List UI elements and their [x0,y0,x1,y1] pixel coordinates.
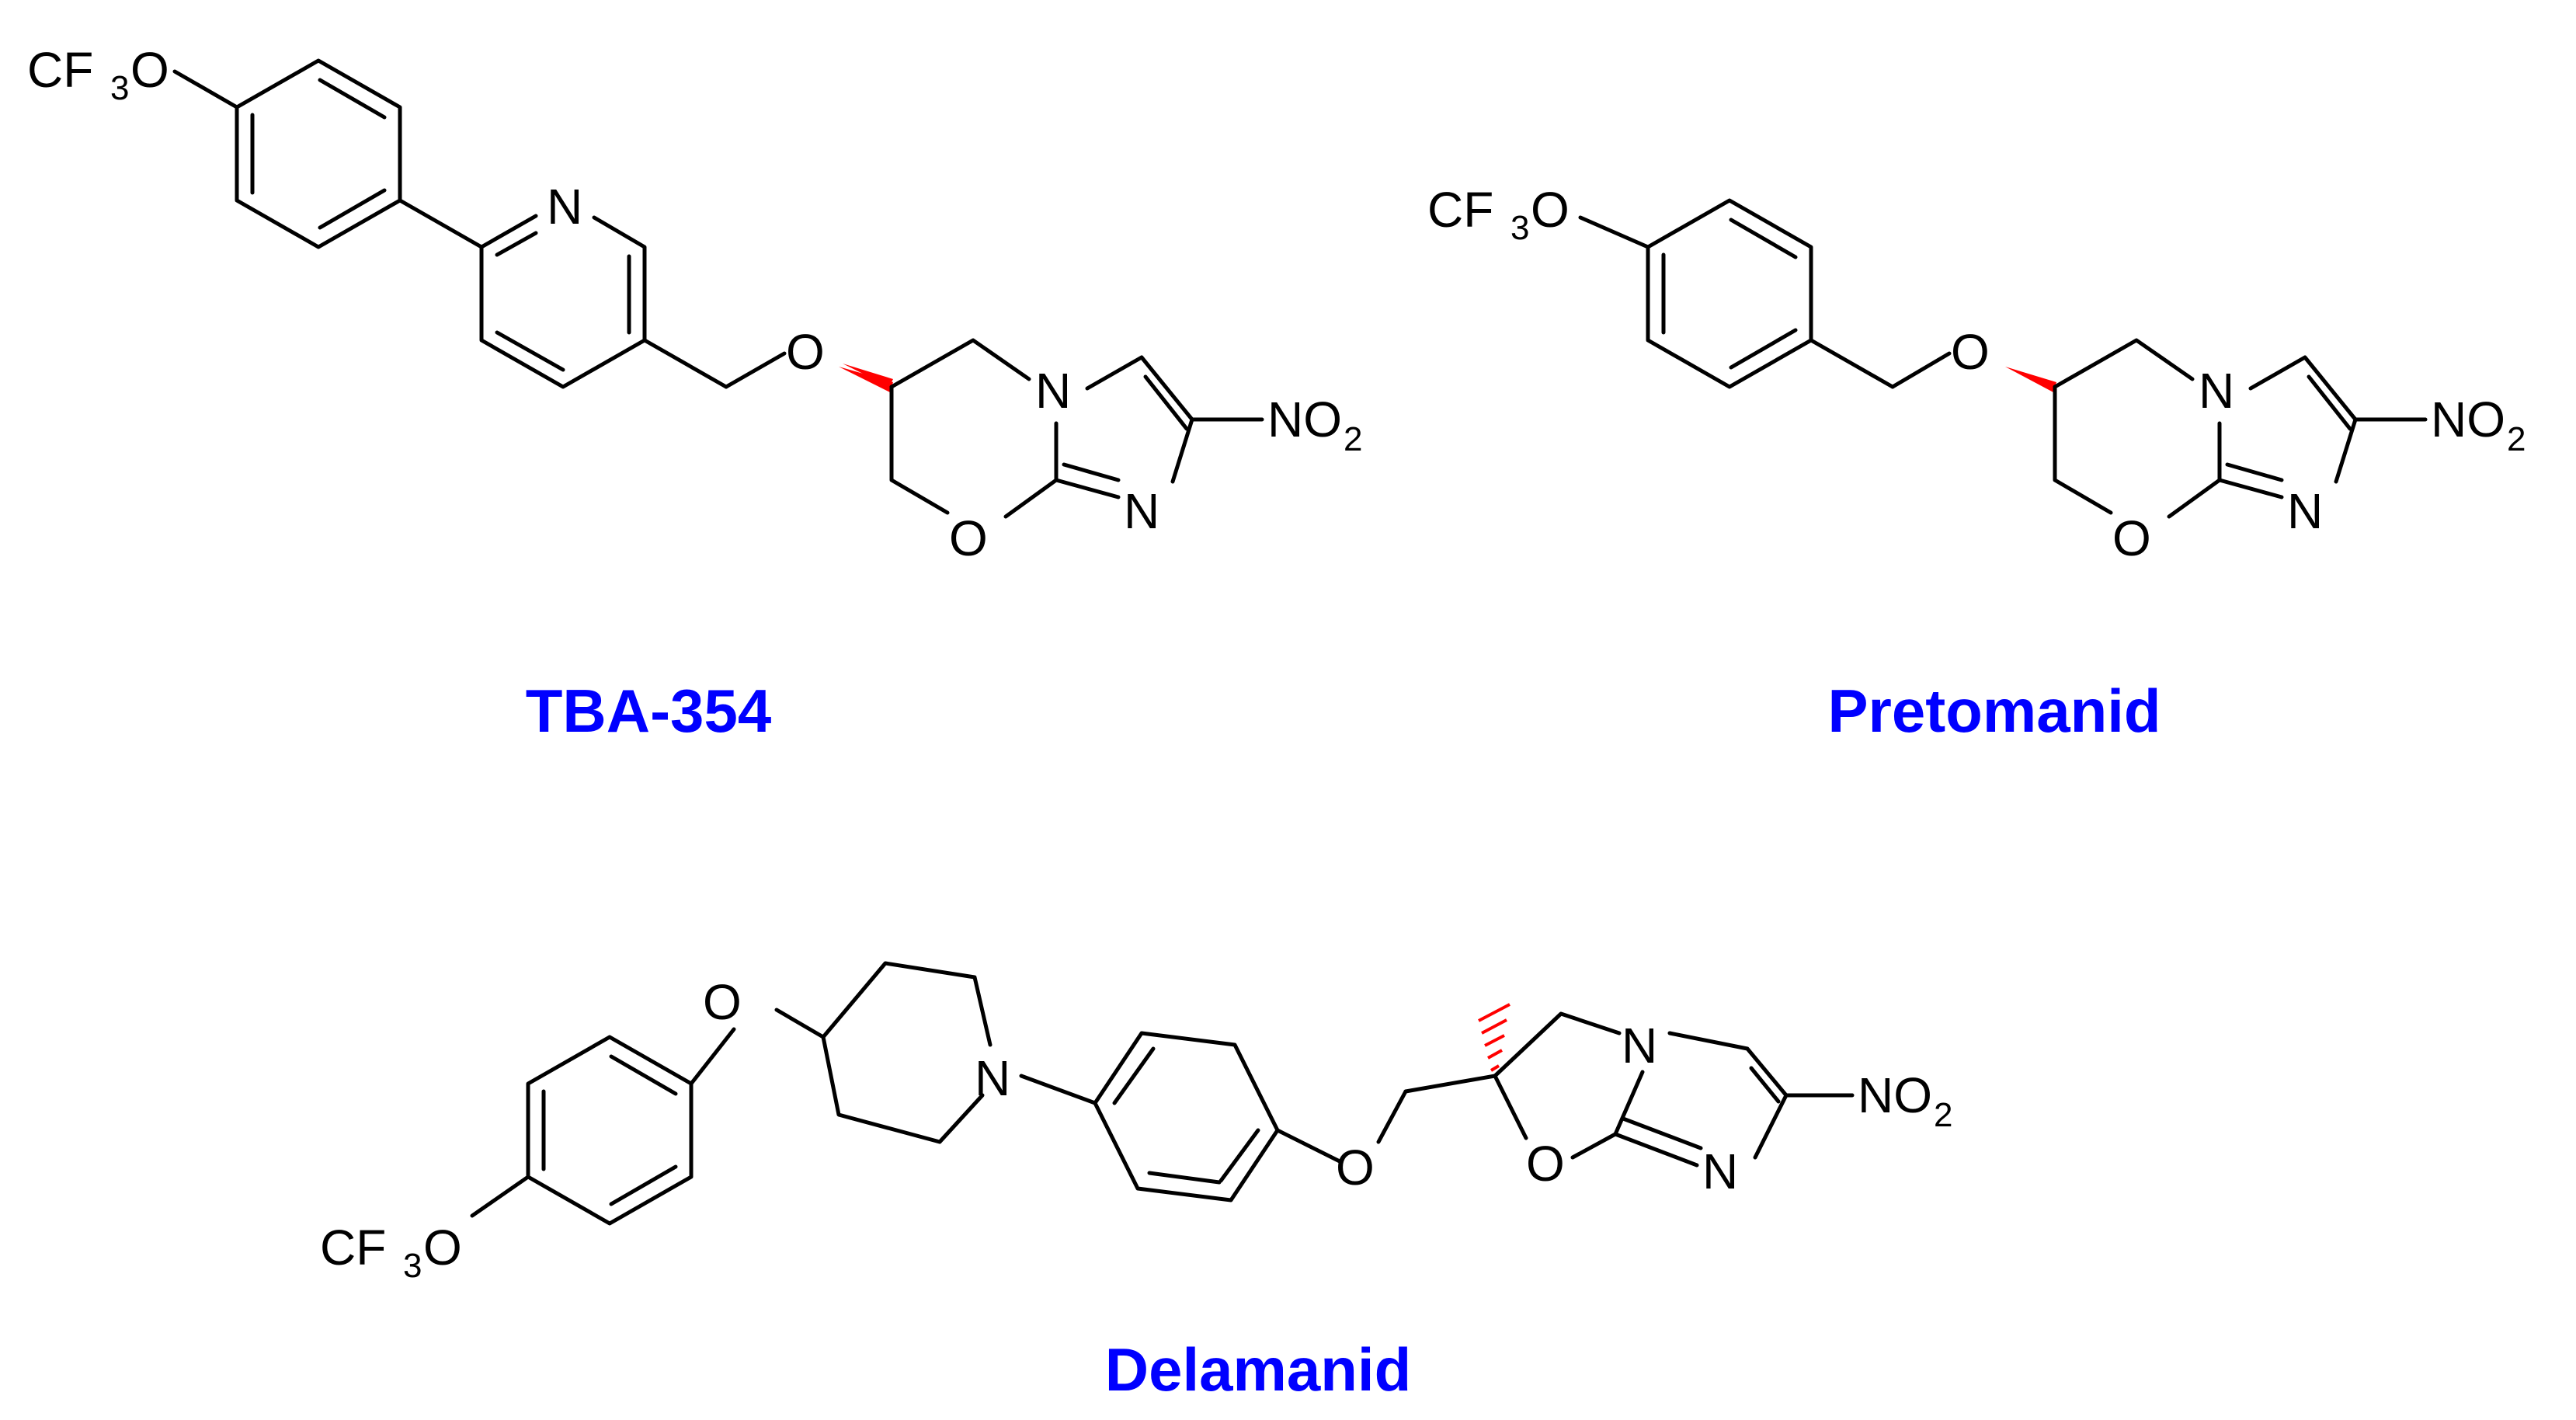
tba-ring-o: O [949,510,988,566]
delamanid-cf3o-sub: 3 [403,1247,422,1285]
caption-delamanid: Delamanid [1105,1335,1411,1404]
phenyl-ring-delamanid-1 [526,1035,694,1226]
delamanid-aryl-ether-o: O [703,974,742,1030]
pyridine-ring [479,214,647,389]
delamanid-imidazole-n: N [1702,1143,1738,1199]
caption-tba-354: TBA-354 [526,677,771,745]
phenyl-ring-delamanid-2 [1093,1031,1280,1202]
pretomanid-cf3o-cf: CF [1427,182,1493,238]
pretomanid-imidazole-n: N [2287,483,2323,539]
tba-cf3o-sub: 3 [110,69,129,107]
pretomanid-ring-n: N [2199,363,2234,419]
delamanid-cf3o-o: O [423,1220,462,1276]
tba-no2: NO [1267,392,1342,447]
stereo-hash [1478,1003,1510,1072]
tba-cf3o-cf: CF [27,42,93,98]
delamanid-ring-n: N [1622,1018,1657,1074]
delamanid-ether-o: O [1336,1140,1375,1196]
stereo-wedge [2005,367,2056,392]
pretomanid-ring-o: O [2112,510,2151,566]
caption-pretomanid: Pretomanid [1827,677,2161,745]
tba-ring-n: N [1035,363,1071,419]
phenyl-ring-pretomanid [1646,198,1813,389]
tba-cf3o-o: O [130,42,169,98]
delamanid-cf3o-cf: CF [320,1220,386,1276]
delamanid-ring-o: O [1526,1136,1565,1192]
delamanid-piperidine-n: N [975,1050,1010,1106]
pretomanid-cf3o-sub: 3 [1510,209,1529,247]
tba-ether-o: O [786,324,825,380]
pretomanid-no2: NO [2431,392,2505,447]
molecule-pretomanid: CF 3 O O N O N NO 2 Pretomanid [1427,182,2526,745]
phenyl-ring-1 [235,58,402,249]
pretomanid-no2-sub: 2 [2507,420,2526,458]
pretomanid-cf3o-o: O [1531,182,1570,238]
delamanid-no2-sub: 2 [1934,1096,1952,1134]
pretomanid-ether-o: O [1951,324,1990,380]
molecule-tba-354: CF 3 O N O N O N NO 2 TBA-354 [27,42,1362,745]
tba-pyridine-n: N [547,179,582,235]
tba-no2-sub: 2 [1344,420,1362,458]
tba-imidazole-n: N [1124,483,1159,539]
delamanid-no2: NO [1858,1067,1932,1123]
molecule-delamanid: O CF 3 O N O O N N NO 2 Delamanid [320,961,1952,1404]
